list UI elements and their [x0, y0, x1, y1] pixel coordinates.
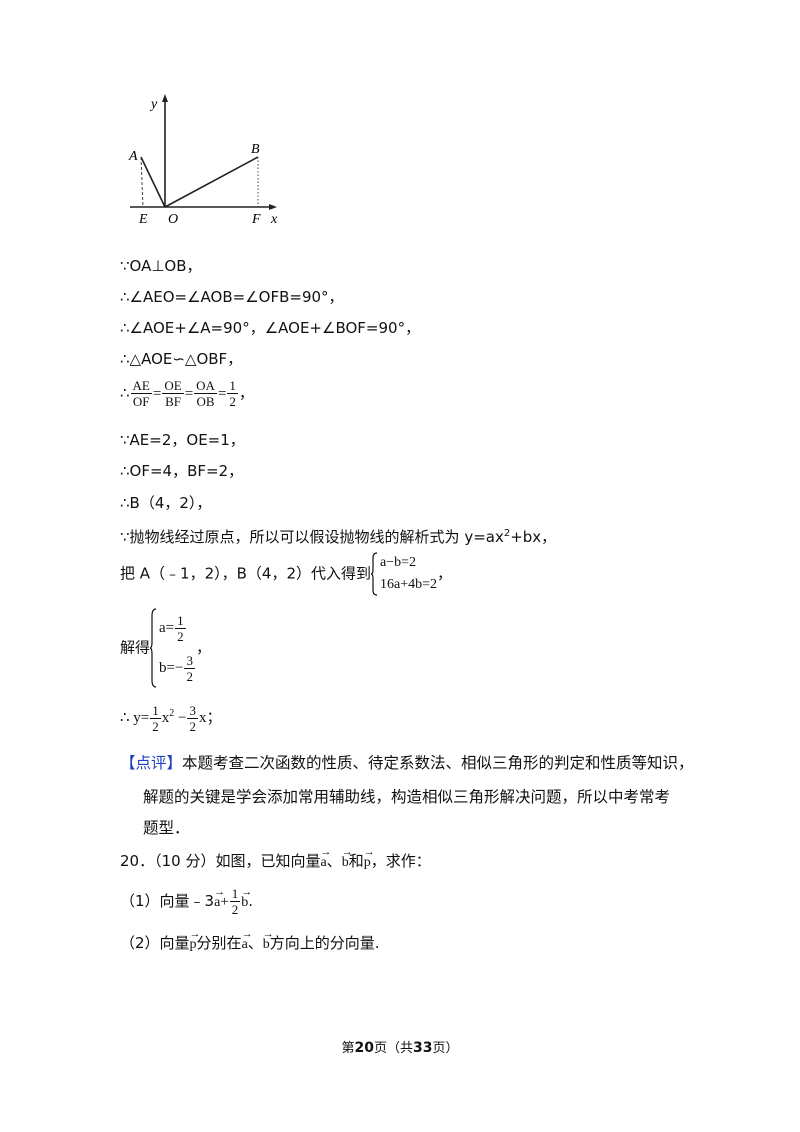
line-parabola-form: ∵抛物线经过原点，所以可以假设抛物线的解析式为 y=ax2+bx，	[120, 528, 557, 546]
y-axis-arrow	[162, 94, 168, 102]
label-B: B	[251, 142, 260, 157]
label-F: F	[251, 212, 261, 227]
x-axis-arrow	[269, 204, 277, 210]
page-footer: 第20页（共33页）	[341, 1040, 459, 1056]
line-complementary-angles: ∴∠AOE+∠A=90°，∠AOE+∠BOF=90°，	[120, 319, 421, 337]
segment-OA	[140, 156, 166, 208]
label-y: y	[149, 97, 158, 112]
coordinate-figure: y A B E O F x	[128, 94, 278, 227]
commentary-line-3: 题型．	[143, 819, 190, 837]
vector-a: a	[242, 923, 253, 956]
vector-a: a	[320, 841, 331, 874]
label-A: A	[128, 149, 138, 164]
vector-b: b	[342, 841, 353, 874]
vector-p: p	[190, 923, 201, 956]
vector-p: p	[364, 841, 375, 874]
line-oa-perp-ob: ∵OA⊥OB，	[120, 257, 202, 275]
line-derived-lengths: ∴OF=4，BF=2，	[120, 462, 244, 480]
left-brace-icon	[150, 608, 157, 688]
label-E: E	[138, 212, 148, 227]
vector-b: b	[241, 881, 252, 914]
commentary-line-2: 解题的关键是学会添加常用辅助线，构造相似三角形解决问题，所以中考常考	[143, 788, 671, 806]
line-similar-triangles: ∴△AOE∽△OBF，	[120, 350, 243, 368]
total-page-count: 33	[413, 1040, 433, 1056]
question-20-part-2: （2）向量p分别在a、b方向上的分向量.	[120, 923, 380, 956]
vector-b: b	[263, 923, 274, 956]
current-page-number: 20	[354, 1040, 374, 1056]
line-right-angles: ∴∠AEO=∠AOB=∠OFB=90°，	[120, 288, 344, 306]
commentary-label: 【点评】	[120, 754, 183, 772]
line-given-lengths: ∵AE=2，OE=1，	[120, 431, 245, 449]
label-O: O	[168, 212, 178, 227]
question-20-stem: 20．（10 分）如图，已知向量a、b和p，求作：	[120, 841, 431, 874]
left-brace-icon	[371, 552, 378, 596]
label-x: x	[270, 212, 278, 227]
segment-OB	[164, 156, 259, 208]
line-point-b: ∴B（4，2），	[120, 494, 212, 512]
segment-AE-dashed	[140, 156, 144, 208]
vector-a: a	[214, 881, 225, 914]
question-20-part-1: （1）向量﹣3a+12b.	[120, 881, 253, 917]
commentary-line-1: 【点评】本题考查二次函数的性质、待定系数法、相似三角形的判定和性质等知识，	[120, 754, 694, 772]
